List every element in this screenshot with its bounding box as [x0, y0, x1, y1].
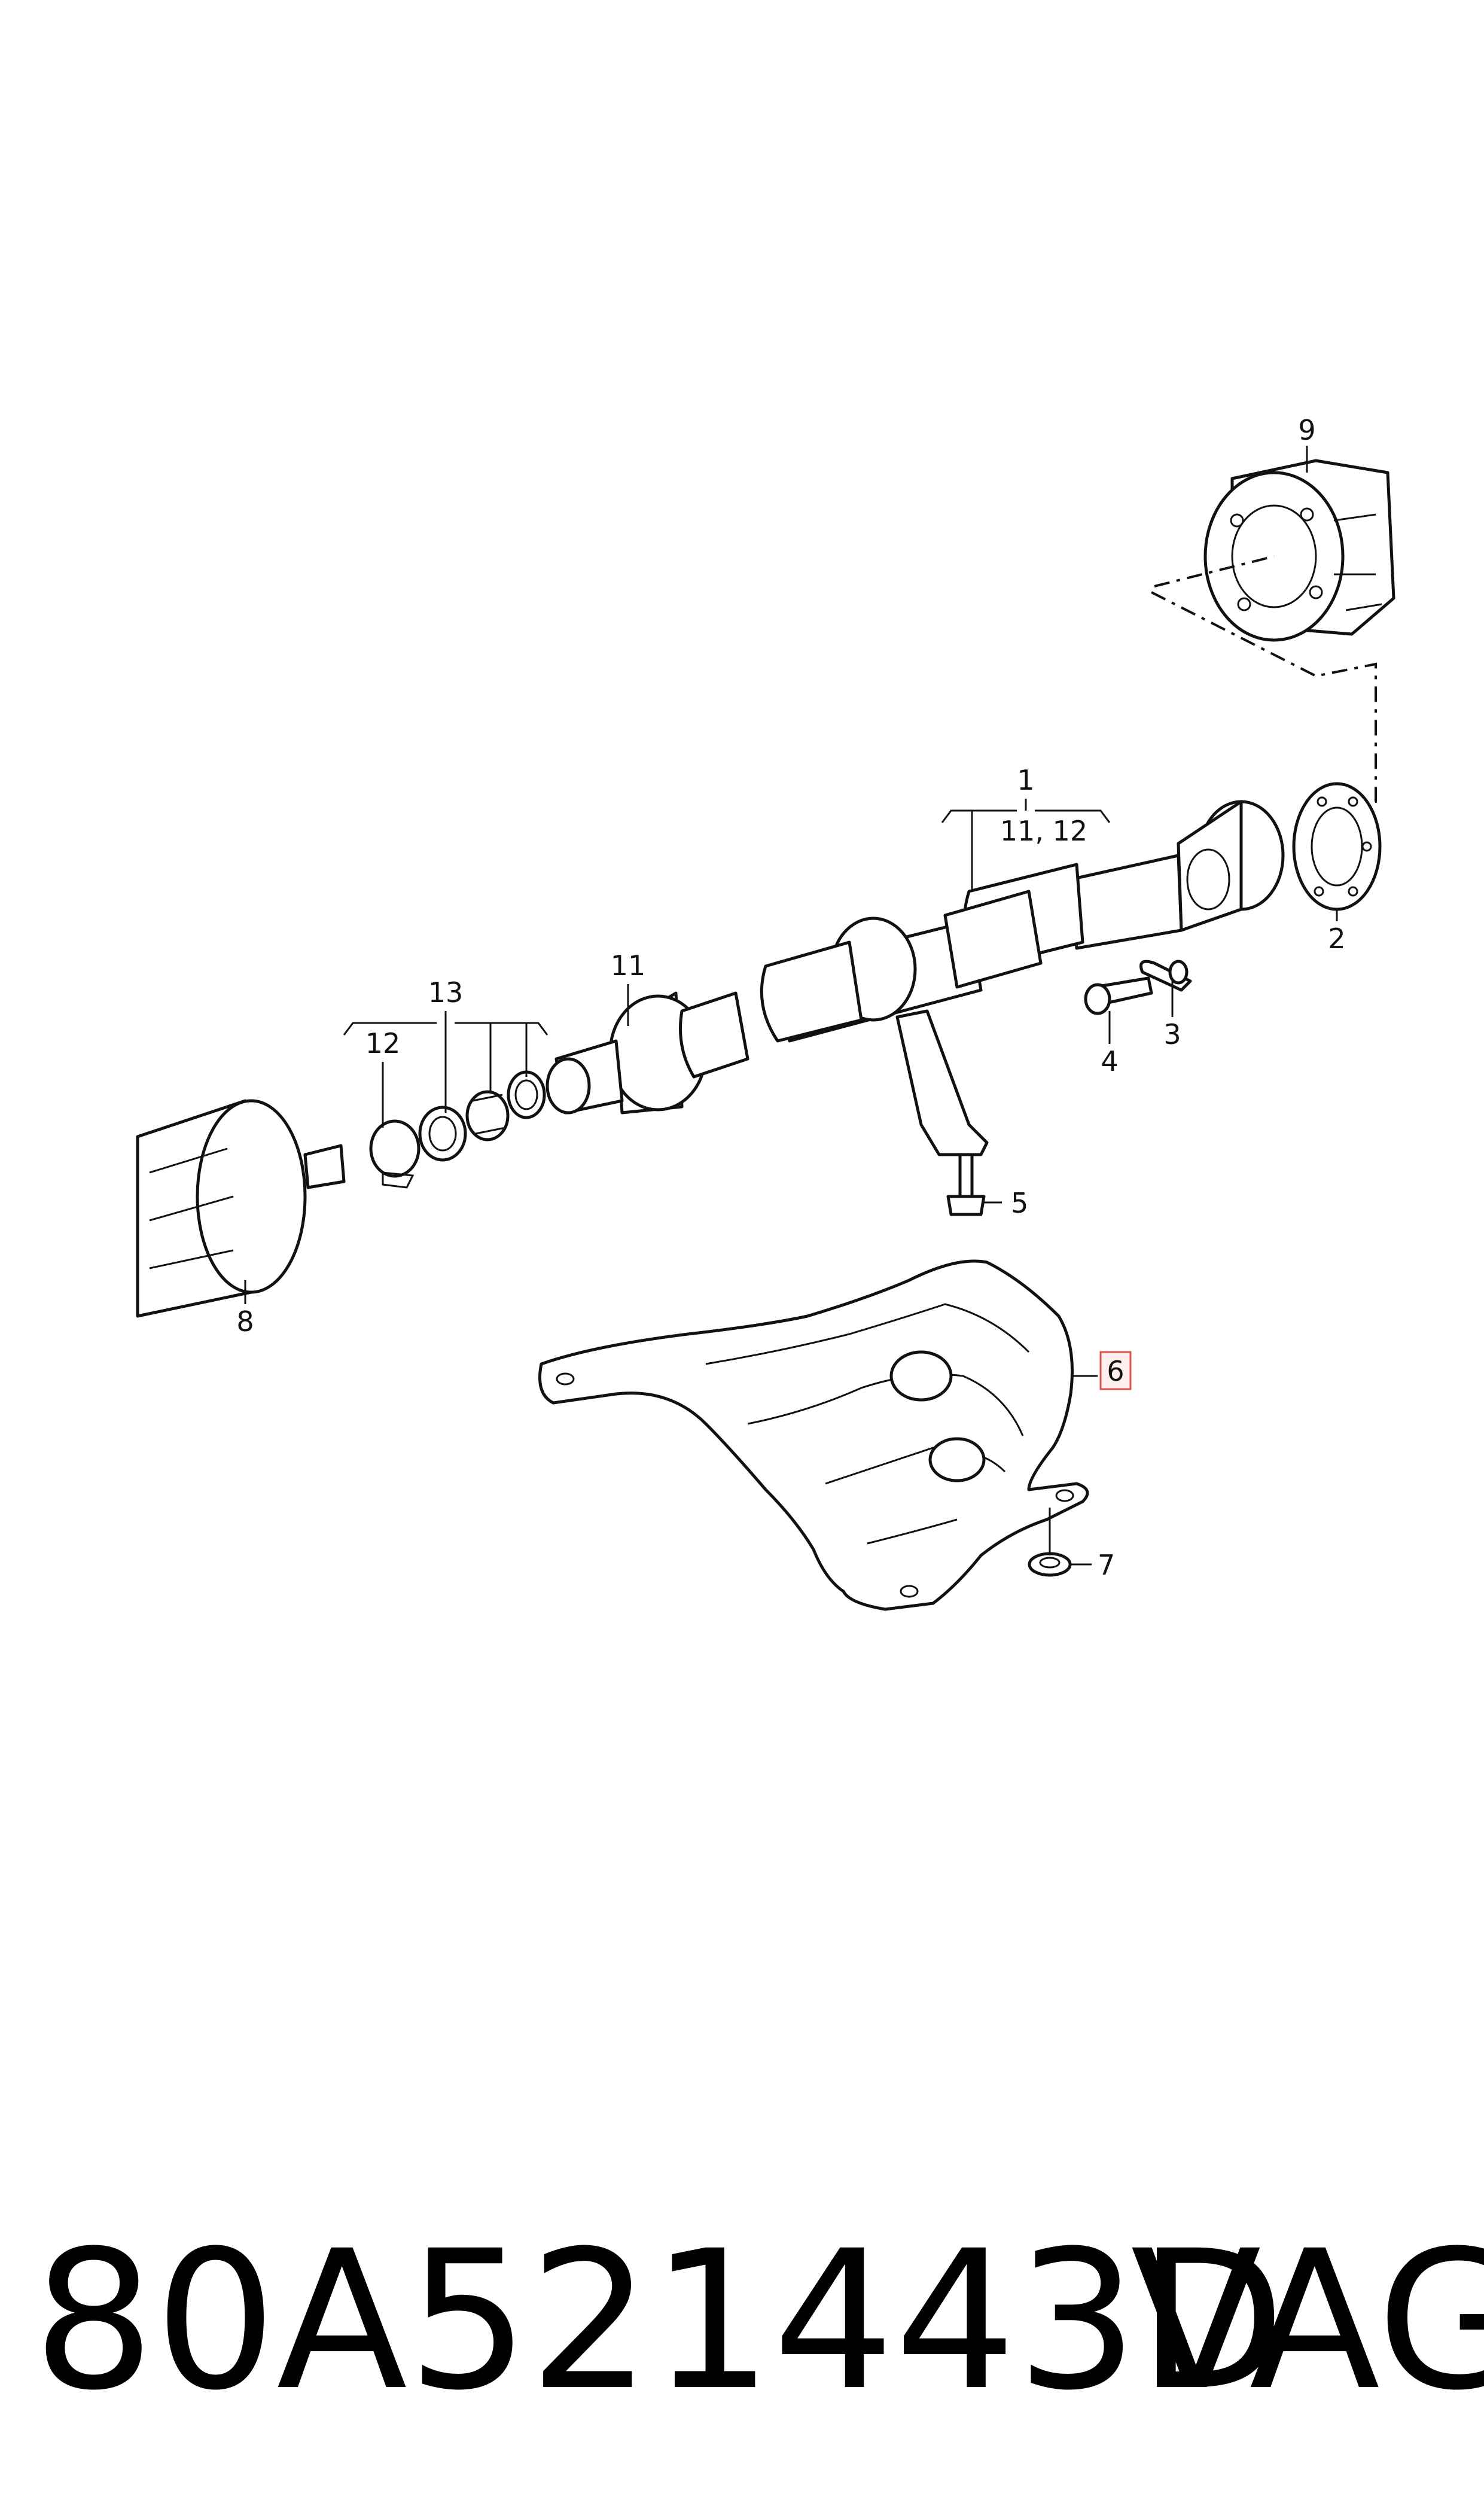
callout-7: 7	[1098, 1549, 1115, 1581]
part-number: 80A521443D	[33, 2210, 1286, 2432]
cv-joint	[546, 991, 749, 1115]
bolt	[1084, 976, 1153, 1015]
seal-ring	[507, 1070, 546, 1119]
callout-3: 3	[1163, 1018, 1181, 1051]
callout-2: 2	[1328, 922, 1345, 955]
nut	[1028, 1552, 1072, 1577]
leader-7	[1049, 1508, 1092, 1566]
brand-name: VAG	[1130, 2210, 1484, 2432]
callout-4: 4	[1101, 1045, 1118, 1077]
callout-11: 11	[611, 949, 646, 982]
gaiter-clamp	[465, 1090, 510, 1141]
bracket-13	[343, 1011, 548, 1113]
circlip	[418, 1106, 467, 1162]
callout-6-highlight	[1099, 1351, 1132, 1390]
callout-6: 6	[1107, 1355, 1124, 1387]
bearing-bolt	[946, 1153, 986, 1216]
rear-differential	[1203, 459, 1395, 642]
callout-1-sub: 11, 12	[1000, 815, 1087, 847]
heat-shield	[538, 1259, 1089, 1611]
bracket-1	[941, 799, 1111, 823]
clamp-ring	[369, 1119, 420, 1189]
flange-gasket	[1292, 782, 1382, 911]
callout-8: 8	[236, 1305, 254, 1338]
callout-13: 13	[428, 976, 464, 1009]
callout-1: 1	[1017, 764, 1034, 796]
propshaft-tube-front	[760, 940, 863, 1043]
gearbox	[136, 1099, 346, 1318]
callout-9: 9	[1298, 414, 1315, 446]
callout-12: 12	[365, 1027, 401, 1059]
propshaft-rear-joint	[1069, 800, 1285, 950]
callout-5: 5	[1011, 1187, 1028, 1219]
retaining-clip	[1139, 960, 1192, 992]
